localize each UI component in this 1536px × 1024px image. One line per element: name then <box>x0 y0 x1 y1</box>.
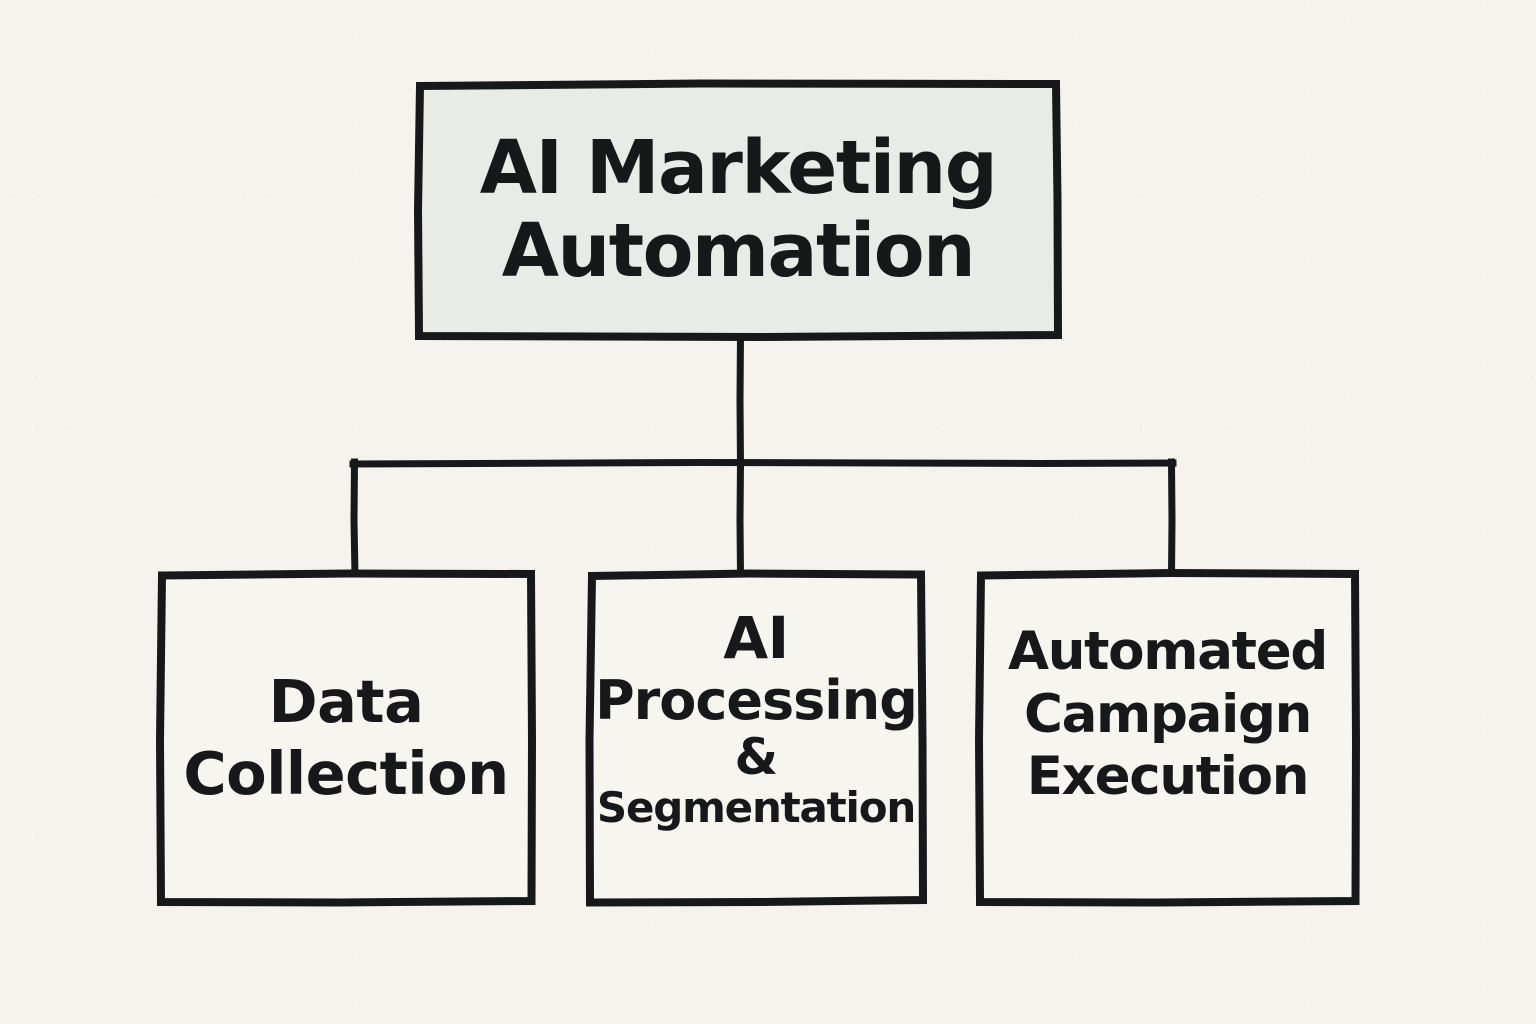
node-child-2[interactable] <box>585 569 928 907</box>
node-child-1-border <box>155 569 537 907</box>
node-root-border <box>413 79 1063 342</box>
connector-trunk <box>736 330 745 470</box>
node-root-fill <box>419 83 1058 337</box>
node-child-1[interactable] <box>155 569 537 907</box>
connector-drop-child-3 <box>1167 458 1176 580</box>
node-child-3-border <box>974 568 1361 907</box>
connector-drop-child-2 <box>736 458 745 580</box>
node-child-2-fill <box>590 573 923 903</box>
node-root[interactable] <box>413 79 1063 342</box>
node-child-2-border <box>585 569 928 907</box>
connector-drop-child-1 <box>350 458 359 580</box>
connector-group <box>349 330 1177 580</box>
connector-branch-bar <box>349 458 1177 468</box>
node-child-3-fill <box>980 573 1356 903</box>
node-child-1-fill <box>161 573 532 903</box>
node-child-3[interactable] <box>974 568 1361 907</box>
